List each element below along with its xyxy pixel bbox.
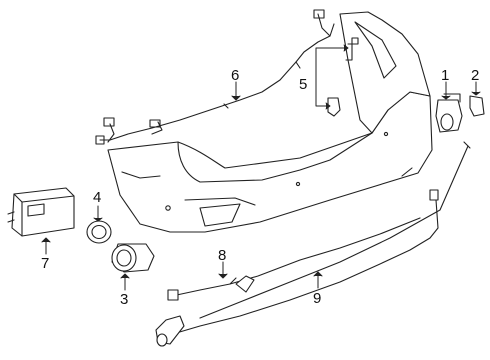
callout-5: 5 <box>299 76 307 93</box>
callout-7: 7 <box>41 255 49 272</box>
callout-9: 9 <box>313 290 321 307</box>
sensor-wire-harness <box>167 217 421 301</box>
sensor-retainer <box>469 95 485 117</box>
sensor-strip <box>199 141 471 319</box>
wire-harness <box>95 9 335 145</box>
parking-sensor-rear <box>435 93 463 133</box>
callout-2: 2 <box>471 67 479 84</box>
bracket-upper <box>345 37 359 61</box>
callout-1: 1 <box>441 67 449 84</box>
bumper-wire-harness <box>155 189 439 347</box>
sensor-ring <box>86 220 112 244</box>
leader-lines <box>41 44 481 291</box>
parking-sensor-front <box>111 243 155 273</box>
callout-6: 6 <box>231 67 239 84</box>
callout-8: 8 <box>218 247 226 264</box>
callout-4: 4 <box>93 189 101 206</box>
callout-3: 3 <box>120 291 128 308</box>
bumper-cover <box>107 11 433 233</box>
bracket-lower <box>327 97 341 117</box>
control-module <box>7 187 75 237</box>
